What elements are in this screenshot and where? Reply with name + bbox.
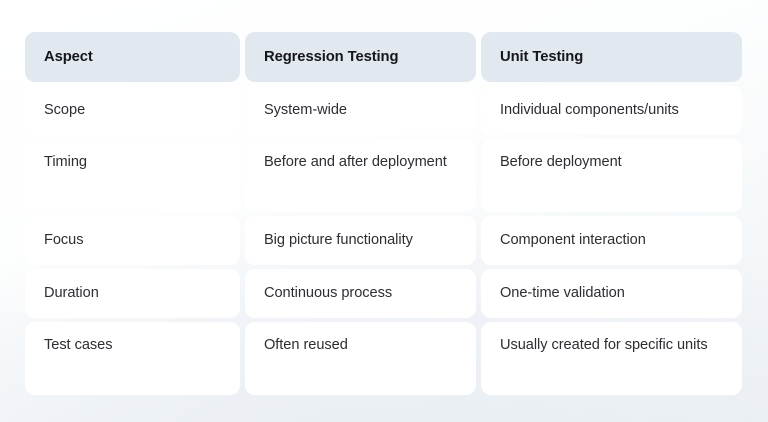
comparison-table: Aspect Regression Testing Unit Testing S… xyxy=(25,32,742,395)
column-header-aspect: Aspect xyxy=(25,32,240,82)
table-row: Duration Continuous process One-time val… xyxy=(25,269,742,318)
column-header-unit-testing: Unit Testing xyxy=(481,32,742,82)
cell-aspect: Duration xyxy=(25,269,240,318)
cell-aspect: Focus xyxy=(25,216,240,265)
table-row: Test cases Often reused Usually created … xyxy=(25,322,742,395)
cell-aspect: Scope xyxy=(25,86,240,135)
cell-unit-testing: Individual components/units xyxy=(481,86,742,135)
cell-regression-testing: Big picture functionality xyxy=(245,216,476,265)
cell-aspect: Timing xyxy=(25,139,240,212)
cell-regression-testing: System-wide xyxy=(245,86,476,135)
cell-unit-testing: One-time validation xyxy=(481,269,742,318)
cell-aspect: Test cases xyxy=(25,322,240,395)
table-row: Timing Before and after deployment Befor… xyxy=(25,139,742,212)
cell-regression-testing: Continuous process xyxy=(245,269,476,318)
cell-unit-testing: Component interaction xyxy=(481,216,742,265)
cell-regression-testing: Often reused xyxy=(245,322,476,395)
column-header-regression-testing: Regression Testing xyxy=(245,32,476,82)
cell-unit-testing: Usually created for specific units xyxy=(481,322,742,395)
table-row: Focus Big picture functionality Componen… xyxy=(25,216,742,265)
table-row: Scope System-wide Individual components/… xyxy=(25,86,742,135)
cell-regression-testing: Before and after deployment xyxy=(245,139,476,212)
cell-unit-testing: Before deployment xyxy=(481,139,742,212)
table-header-row: Aspect Regression Testing Unit Testing xyxy=(25,32,742,82)
